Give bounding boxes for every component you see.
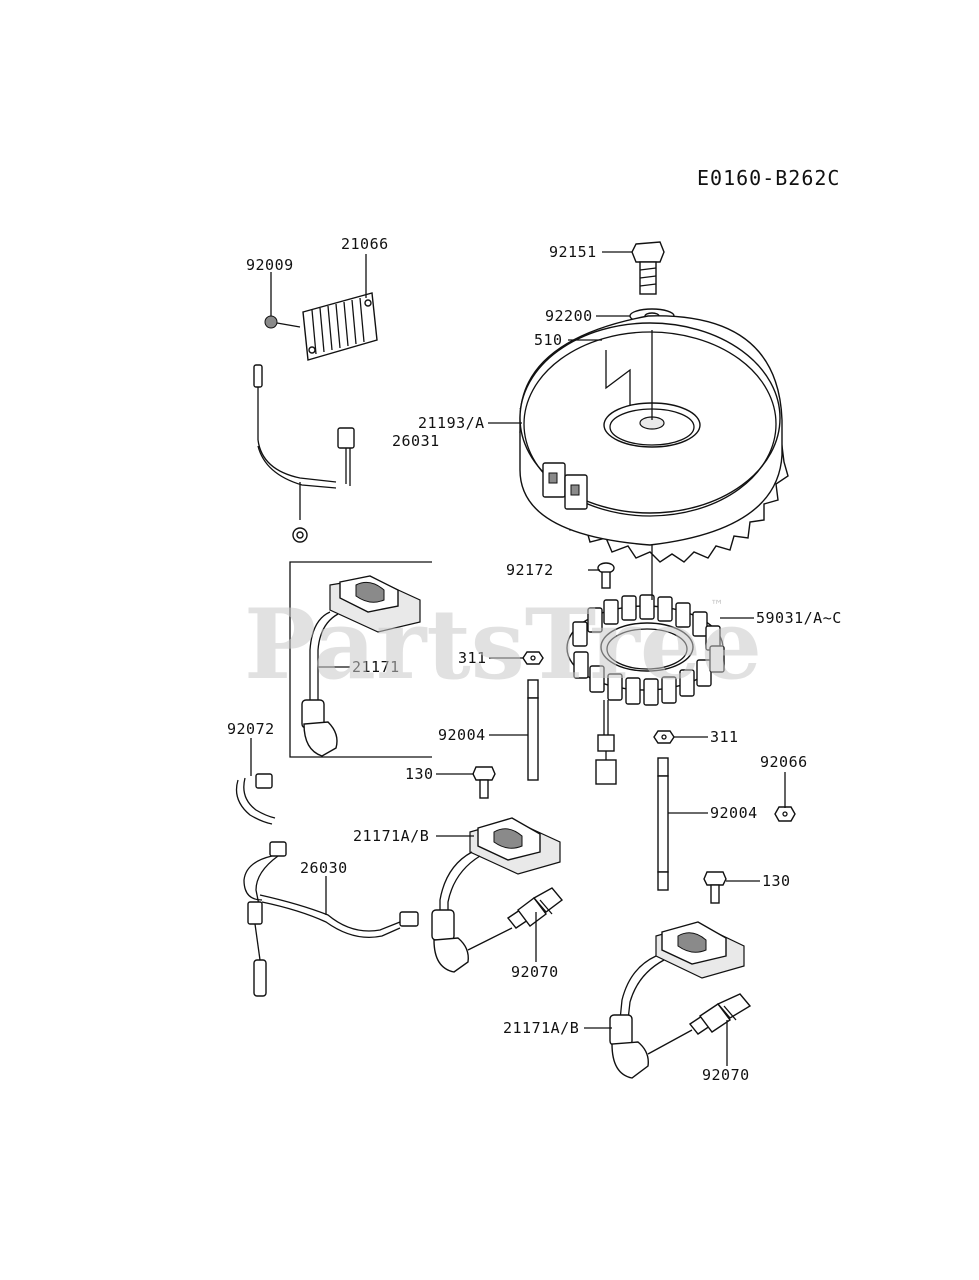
nut-92066-part[interactable] [774, 806, 796, 822]
callout-92004-lower[interactable]: 92004 [710, 804, 758, 822]
nut-311-lower-part[interactable] [653, 730, 675, 744]
harness-26030-part[interactable] [243, 841, 419, 997]
callout-130-upper[interactable]: 130 [405, 765, 434, 783]
callout-labels: 92009 21066 92151 92200 510 21193/A 2603… [227, 235, 842, 1084]
regulator-harness-part[interactable] [253, 364, 355, 543]
leader-lines [250, 251, 786, 1066]
ignition-coil-21171ab-lower-part[interactable] [609, 921, 745, 1079]
spark-plug-lower-part[interactable] [688, 993, 752, 1035]
callout-92070-lower[interactable]: 92070 [702, 1066, 750, 1084]
callout-311-lower[interactable]: 311 [710, 728, 739, 746]
bolt-130-upper-part[interactable] [472, 766, 496, 799]
stud-92004-lower-part[interactable] [657, 757, 669, 891]
watermark: PartsTree [244, 588, 762, 701]
callout-92009[interactable]: 92009 [246, 256, 294, 274]
callout-311-upper[interactable]: 311 [458, 649, 487, 667]
callout-26031[interactable]: 26031 [392, 432, 440, 450]
callout-92072[interactable]: 92072 [227, 720, 275, 738]
ignition-coil-21171-part[interactable] [301, 575, 421, 757]
callout-21171ab-center[interactable]: 21171A/B [353, 827, 429, 845]
callout-510[interactable]: 510 [534, 331, 563, 349]
bolt-92009-part[interactable] [264, 315, 301, 329]
regulator-part[interactable] [302, 292, 378, 361]
callout-92066[interactable]: 92066 [760, 753, 808, 771]
flywheel-part[interactable] [519, 315, 789, 563]
callout-21193-a[interactable]: 21193/A [418, 414, 485, 432]
stator-part[interactable] [566, 594, 725, 785]
ignition-coil-21171ab-center-part[interactable] [431, 817, 561, 973]
callout-92200[interactable]: 92200 [545, 307, 593, 325]
callout-21066[interactable]: 21066 [341, 235, 389, 253]
watermark-trademark: ™ [710, 598, 724, 614]
callout-59031[interactable]: 59031/A~C [756, 609, 842, 627]
bolt-130-lower-part[interactable] [703, 871, 727, 904]
callout-92070-center[interactable]: 92070 [511, 963, 559, 981]
stator-bolt-part[interactable] [597, 562, 615, 589]
wire-clip-part[interactable] [235, 773, 276, 825]
callout-21171[interactable]: 21171 [352, 658, 400, 676]
ignition-coil-box [289, 561, 432, 758]
flywheel-bolt-part[interactable] [631, 241, 665, 295]
spark-plug-center-part[interactable] [506, 887, 564, 929]
callout-130-lower[interactable]: 130 [762, 872, 791, 890]
callout-21171ab-lower[interactable]: 21171A/B [503, 1019, 579, 1037]
diagram-code: E0160-B262C [697, 166, 840, 190]
callout-26030[interactable]: 26030 [300, 859, 348, 877]
callout-92004-upper[interactable]: 92004 [438, 726, 486, 744]
callout-92172[interactable]: 92172 [506, 561, 554, 579]
callout-92151[interactable]: 92151 [549, 243, 597, 261]
